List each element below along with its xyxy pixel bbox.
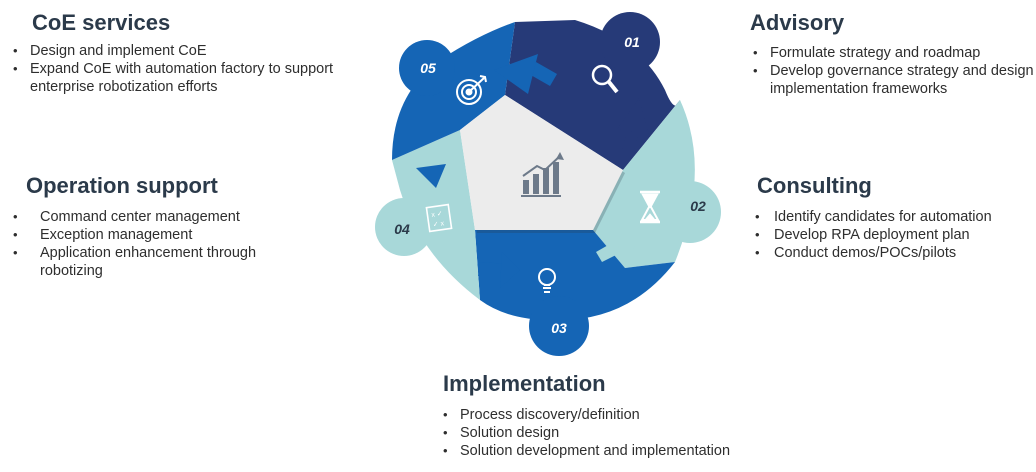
consulting-title: Consulting — [757, 173, 872, 198]
svg-text:✓ x: ✓ x — [432, 220, 445, 229]
segment-05 — [392, 22, 515, 160]
segment-04 — [375, 130, 480, 300]
list-item: Develop RPA deployment plan — [752, 226, 1036, 244]
list-item: Expand CoE with automation factory to su… — [10, 60, 340, 96]
bar-chart-icon — [521, 152, 564, 197]
list-item: Command center management — [10, 208, 310, 226]
operation-support-list: Command center management Exception mana… — [10, 208, 310, 280]
operation-support-block: Operation support Command center managem… — [10, 173, 310, 280]
lightbulb-icon — [538, 268, 556, 293]
center-panel — [460, 95, 625, 233]
step-01-number: 01 — [624, 34, 640, 50]
segment-02 — [593, 100, 721, 268]
advisory-list: Formulate strategy and roadmap Develop g… — [750, 44, 1035, 98]
list-item: Design and implement CoE — [10, 42, 340, 60]
arrow-04-to-05 — [416, 150, 446, 188]
advisory-title: Advisory — [750, 10, 845, 35]
operation-support-title: Operation support — [26, 173, 218, 198]
hourglass-icon — [640, 190, 660, 224]
arrow-01-to-02 — [617, 98, 649, 150]
implementation-list: Process discovery/definition Solution de… — [440, 406, 780, 460]
step-05-number: 05 — [420, 60, 436, 76]
arrow-03-to-04 — [478, 252, 520, 288]
list-item: Solution development and implementation — [440, 442, 780, 460]
step-03-number: 03 — [551, 320, 567, 336]
coe-services-title: CoE services — [32, 10, 171, 35]
advisory-block: Advisory Formulate strategy and roadmap … — [750, 10, 1035, 98]
list-item: Exception management — [10, 226, 310, 244]
list-item: Process discovery/definition — [440, 406, 780, 424]
cycle-diagram: x ✓ ✓ x 01 02 03 04 05 — [375, 12, 721, 356]
arrow-05-to-01 — [494, 54, 557, 94]
step-02-number: 02 — [690, 198, 706, 214]
arrow-02-to-03 — [596, 226, 640, 266]
list-item: Develop governance strategy and design i… — [750, 62, 1035, 98]
checklist-icon: x ✓ ✓ x — [425, 203, 453, 233]
list-item: Conduct demos/POCs/pilots — [752, 244, 1036, 262]
consulting-list: Identify candidates for automation Devel… — [752, 208, 1036, 262]
list-item: Formulate strategy and roadmap — [750, 44, 1035, 62]
target-icon — [456, 75, 487, 105]
segment-03 — [475, 230, 675, 356]
implementation-block: Implementation Process discovery/definit… — [440, 371, 780, 460]
step-05-tab — [399, 40, 455, 96]
magnifier-icon — [591, 64, 619, 94]
list-item: Application enhancement through robotizi… — [10, 244, 310, 280]
coe-services-block: CoE services Design and implement CoE Ex… — [10, 10, 340, 96]
consulting-block: Consulting Identify candidates for autom… — [752, 173, 1036, 262]
list-item: Solution design — [440, 424, 780, 442]
step-03-tab — [529, 296, 589, 356]
coe-services-list: Design and implement CoE Expand CoE with… — [10, 42, 340, 96]
step-02-tab — [659, 181, 721, 243]
step-04-tab — [375, 198, 433, 256]
list-item: Identify candidates for automation — [752, 208, 1036, 226]
implementation-title: Implementation — [443, 371, 606, 396]
step-01-tab — [600, 12, 660, 72]
step-04-number: 04 — [394, 221, 410, 237]
svg-text:x ✓: x ✓ — [431, 210, 443, 219]
